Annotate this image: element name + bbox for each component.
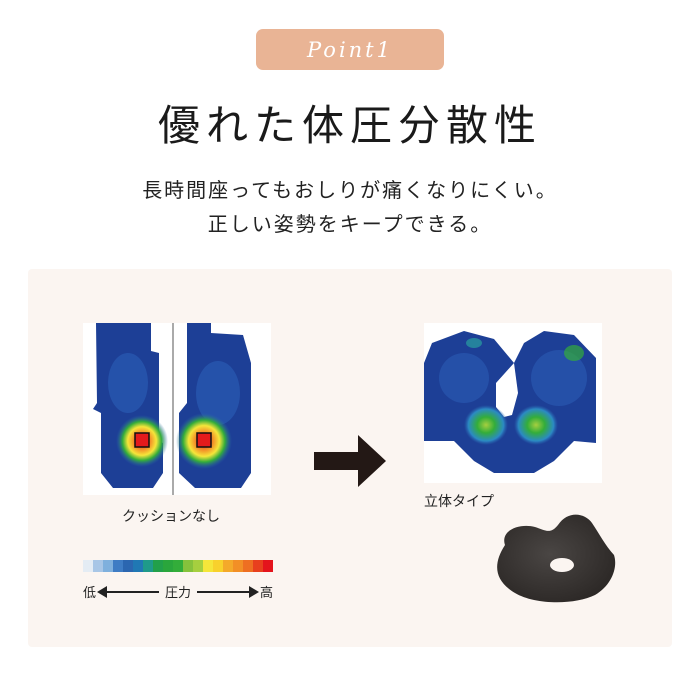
scale-swatch xyxy=(243,560,253,572)
subtitle-line-2: 正しい姿勢をキープできる。 xyxy=(207,212,493,236)
scale-swatch xyxy=(213,560,223,572)
cushion-photo xyxy=(490,505,620,605)
scale-swatch xyxy=(163,560,173,572)
scale-swatch xyxy=(193,560,203,572)
label-no-cushion: クッションなし xyxy=(122,509,220,525)
scale-swatch xyxy=(183,560,193,572)
page-title: 優れた体圧分散性 xyxy=(157,101,542,150)
scale-swatch xyxy=(233,560,243,572)
legend-high: 高 xyxy=(259,586,273,601)
scale-swatch xyxy=(253,560,263,572)
legend-low: 低 xyxy=(83,586,97,601)
scale-swatch xyxy=(83,560,93,572)
legend-line-left xyxy=(103,591,159,593)
scale-swatch xyxy=(203,560,213,572)
pressure-map-no-cushion xyxy=(83,323,271,495)
scale-swatch xyxy=(263,560,273,572)
point-badge: Point1 xyxy=(256,29,444,70)
scale-swatch xyxy=(153,560,163,572)
scale-swatch xyxy=(123,560,133,572)
arrow-right-icon xyxy=(314,435,386,487)
scale-swatch xyxy=(133,560,143,572)
pressure-color-scale xyxy=(83,560,273,572)
scale-swatch xyxy=(173,560,183,572)
arrow-left-icon xyxy=(97,586,107,598)
scale-swatch xyxy=(143,560,153,572)
arrow-right-small-icon xyxy=(249,586,259,598)
label-3d-type: 立体タイプ xyxy=(424,494,494,510)
legend-line-right xyxy=(197,591,253,593)
scale-swatch xyxy=(113,560,123,572)
pressure-map-3d-cushion xyxy=(424,323,602,483)
scale-swatch xyxy=(93,560,103,572)
legend-axis-label: 圧力 xyxy=(161,582,196,601)
scale-swatch xyxy=(223,560,233,572)
scale-swatch xyxy=(103,560,113,572)
subtitle-line-1: 長時間座ってもおしりが痛くなりにくい。 xyxy=(142,178,558,202)
pressure-legend: 低 圧力 高 xyxy=(83,582,273,602)
point-badge-label: Point1 xyxy=(307,37,393,62)
